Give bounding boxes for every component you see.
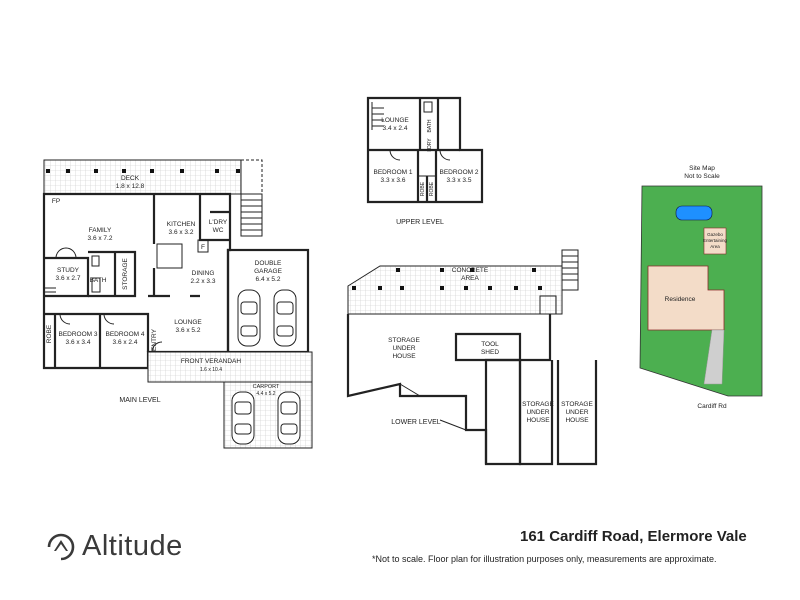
deck-stairs bbox=[240, 193, 263, 237]
upper-lounge-label: LOUNGE bbox=[381, 117, 409, 124]
upper-level-label: UPPER LEVEL bbox=[396, 219, 444, 226]
gazebo-line-1: Gazebo bbox=[707, 232, 723, 237]
deck-label: DECK bbox=[121, 175, 140, 182]
family-label: FAMILY bbox=[89, 227, 112, 234]
wc-label: WC bbox=[213, 227, 224, 234]
dining-label: DINING bbox=[192, 270, 215, 277]
robe-1-label: ROBE bbox=[420, 181, 426, 196]
study-size: 3.6 x 2.7 bbox=[56, 275, 81, 282]
storage-a-line-3: HOUSE bbox=[526, 417, 550, 424]
bedroom-3-size: 3.6 x 3.4 bbox=[66, 339, 91, 346]
kitchen-size: 3.6 x 3.2 bbox=[169, 229, 194, 236]
lounge-size: 3.6 x 5.2 bbox=[176, 327, 201, 334]
storage-a-line-2: UNDER bbox=[526, 409, 549, 416]
family-size: 3.6 x 7.2 bbox=[88, 235, 113, 242]
upper-lounge-size: 3.4 x 2.4 bbox=[383, 125, 408, 132]
gazebo-line-2: Entertaining bbox=[703, 238, 728, 243]
disclaimer-note: *Not to scale. Floor plan for illustrati… bbox=[372, 554, 717, 564]
veranda-label: FRONT VERANDAH bbox=[181, 358, 241, 365]
laundry-label: L'DRY bbox=[209, 219, 228, 226]
storage-b-line-3: HOUSE bbox=[565, 417, 589, 424]
garage-size: 6.4 x 5.2 bbox=[256, 276, 281, 283]
driveway bbox=[703, 329, 725, 385]
bedroom-1-size: 3.3 x 3.6 bbox=[381, 177, 406, 184]
gazebo-line-3: Area bbox=[710, 244, 720, 249]
site-map: Site Map Not to Scale Gazebo Entertainin… bbox=[639, 165, 763, 410]
main-level-label: MAIN LEVEL bbox=[119, 397, 160, 404]
residence-label: Residence bbox=[665, 296, 696, 303]
storage-main-line-1: STORAGE bbox=[388, 337, 420, 344]
bedroom-3-label: BEDROOM 3 bbox=[58, 331, 97, 338]
study-label: STUDY bbox=[57, 267, 80, 274]
robe-label: ROBE bbox=[46, 324, 53, 343]
garage-label: DOUBLE bbox=[255, 260, 282, 267]
storage-b-line-2: UNDER bbox=[565, 409, 588, 416]
carport-label: CARPORT bbox=[253, 384, 280, 390]
deck-area bbox=[43, 159, 242, 195]
residence-footprint bbox=[647, 265, 725, 331]
upper-level-plan: LOUNGE 3.4 x 2.4 BATH LDRY BEDROOM 1 3.3… bbox=[366, 96, 484, 226]
storage-main-line-2: UNDER bbox=[392, 345, 415, 352]
garage-cars bbox=[237, 289, 297, 347]
brand-logo: Altitude bbox=[46, 530, 183, 563]
site-map-subtitle: Not to Scale bbox=[684, 173, 720, 180]
property-address: 161 Cardiff Road, Elermore Vale bbox=[520, 528, 747, 545]
road-label: Cardiff Rd bbox=[697, 403, 727, 410]
main-level-plan: DECK 1.8 x 12.8 FP FAMILY 3.6 x 7.2 KITC… bbox=[42, 159, 313, 449]
upper-laundry-label: LDRY bbox=[427, 138, 433, 152]
bedroom-1-label: BEDROOM 1 bbox=[373, 169, 412, 176]
concrete-sub-label: AREA bbox=[461, 275, 479, 282]
fridge-label: F bbox=[201, 244, 205, 251]
storage-main-line-3: HOUSE bbox=[392, 353, 416, 360]
bedroom-4-size: 3.6 x 2.4 bbox=[113, 339, 138, 346]
robe-2-label: ROBE bbox=[429, 181, 435, 196]
upper-bath-label: BATH bbox=[427, 119, 433, 132]
bedroom-4-label: BEDROOM 4 bbox=[105, 331, 144, 338]
bedroom-2-label: BEDROOM 2 bbox=[439, 169, 478, 176]
lower-level-label: LOWER LEVEL bbox=[391, 419, 441, 426]
tool-shed-line-2: SHED bbox=[481, 349, 499, 356]
bedroom-2-size: 3.3 x 3.5 bbox=[447, 177, 472, 184]
site-map-title: Site Map bbox=[689, 165, 715, 172]
kitchen-label: KITCHEN bbox=[167, 221, 196, 228]
altitude-logo-icon bbox=[47, 533, 75, 560]
lower-stairs bbox=[539, 249, 579, 315]
gazebo-area bbox=[703, 227, 727, 255]
concrete-label: CONCRETE bbox=[452, 267, 489, 274]
storage-b-line-1: STORAGE bbox=[561, 401, 593, 408]
pool-shape bbox=[675, 205, 713, 221]
tool-shed-line-1: TOOL bbox=[481, 341, 499, 348]
carport-size: 4.4 x 5.2 bbox=[256, 391, 275, 397]
brand-name: Altitude bbox=[82, 530, 183, 562]
lounge-label: LOUNGE bbox=[174, 319, 202, 326]
front-veranda bbox=[147, 351, 313, 383]
bath-label: BATH bbox=[90, 277, 107, 284]
fireplace-label: FP bbox=[52, 198, 60, 205]
storage-a-line-1: STORAGE bbox=[522, 401, 554, 408]
entry-label: ENTRY bbox=[151, 328, 158, 351]
deck-size: 1.8 x 12.8 bbox=[116, 183, 145, 190]
lower-level-plan: CONCRETE AREA STORAGE UNDER HOUSE TOOL S… bbox=[346, 249, 598, 466]
storage-label: STORAGE bbox=[122, 258, 129, 290]
dining-size: 2.2 x 3.3 bbox=[191, 278, 216, 285]
garage-sub-label: GARAGE bbox=[254, 268, 282, 275]
veranda-size: 1.6 x 10.4 bbox=[200, 367, 222, 373]
